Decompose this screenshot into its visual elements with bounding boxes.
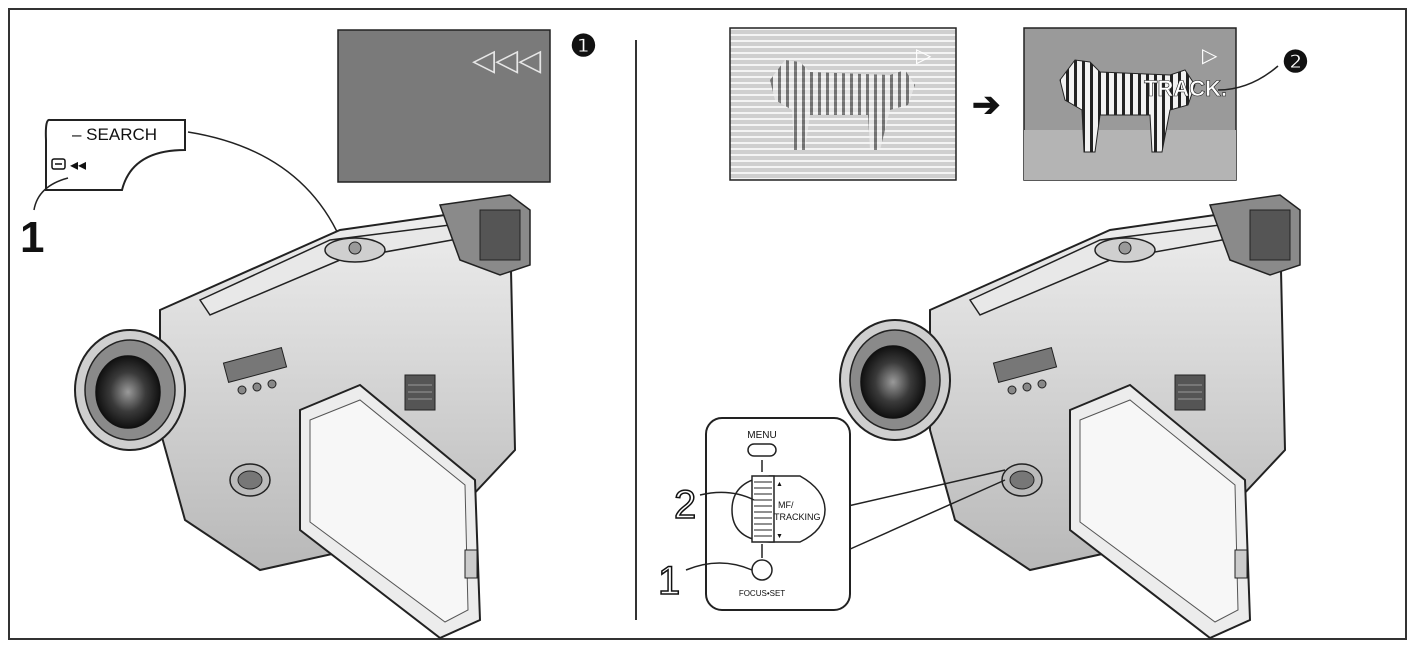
step-2-label: 2 <box>674 483 696 527</box>
search-label: – SEARCH <box>72 125 157 144</box>
lens-left <box>95 355 161 429</box>
left-panel: – SEARCH ◂◂ 1 ◁◁◁ ❶ <box>20 29 597 640</box>
right-panel: ▷ ➔ ▷ TRACK. ❷ <box>657 27 1309 640</box>
mf-tracking-dial[interactable] <box>751 475 775 543</box>
focus-set-button[interactable] <box>751 559 773 581</box>
screen-marker-2: ❷ <box>1282 46 1309 79</box>
noisy-screen: ▷ <box>729 27 957 181</box>
step-1-label-right: 1 <box>658 559 680 603</box>
focus-set-label: FOCUS•SET <box>739 589 785 598</box>
lens-right <box>860 345 926 419</box>
clear-screen: ▷ TRACK. <box>1023 27 1279 181</box>
menu-label: MENU <box>747 430 776 441</box>
play-icon-noisy: ▷ <box>916 45 932 67</box>
tape-icon <box>51 158 66 170</box>
figure-frame: – SEARCH ◂◂ 1 ◁◁◁ ❶ <box>8 8 1407 640</box>
step-1-label: 1 <box>20 213 44 262</box>
transition-arrow: ➔ <box>972 86 1001 124</box>
tracking-label: TRACKING <box>774 512 821 522</box>
camcorder-right <box>839 194 1301 640</box>
mf-label: MF/ <box>778 500 794 510</box>
dial-up-icon: ▲ <box>776 481 783 488</box>
reverse-search-icon: ◁◁◁ <box>472 44 541 77</box>
screen-marker-1: ❶ <box>570 30 597 63</box>
rewind-icon: ◂◂ <box>70 157 86 174</box>
play-icon-clear: ▷ <box>1202 45 1218 67</box>
camcorder-left <box>74 194 531 640</box>
search-callout: – SEARCH ◂◂ <box>33 118 341 239</box>
dial-down-icon: ▼ <box>776 533 783 540</box>
menu-button[interactable] <box>747 443 777 457</box>
control-inset: MENU ▲ ▼ MF/ TRACKING FOCUS•SET <box>685 417 851 611</box>
search-screen <box>337 29 551 183</box>
figure-canvas: – SEARCH ◂◂ 1 ◁◁◁ ❶ <box>20 27 1309 640</box>
tracking-indicator: TRACK. <box>1144 76 1227 101</box>
